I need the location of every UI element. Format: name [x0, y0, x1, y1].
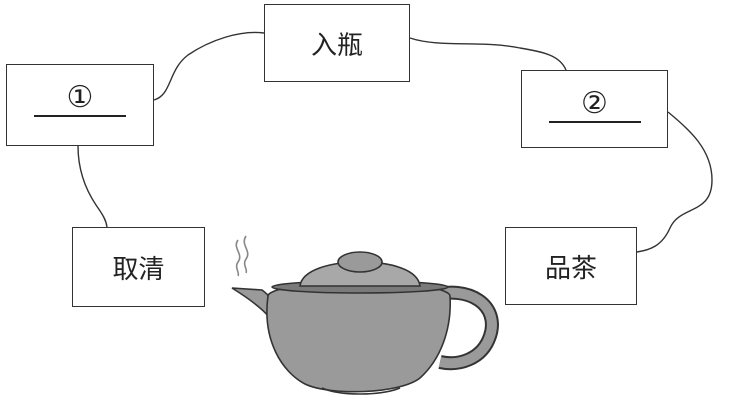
- step-label-quqing: 取清: [112, 254, 165, 285]
- answer-blank-line-1: [34, 115, 126, 117]
- blank-number-2: ②: [581, 86, 608, 121]
- step-box-blank-2: ②: [521, 70, 668, 148]
- step-label-pincha: 品茶: [544, 253, 597, 284]
- blank-number-1: ①: [66, 80, 94, 115]
- step-box-rupin: 入瓶: [264, 4, 410, 82]
- answer-blank-line-2: [548, 121, 641, 123]
- connector-blank1-to-top: [153, 31, 265, 101]
- step-box-quqing: 取清: [72, 227, 205, 307]
- connector-blank1-to-quqing: [77, 145, 108, 228]
- step-box-pincha: 品茶: [505, 227, 637, 305]
- connector-blank2-to-pincha: [636, 111, 713, 253]
- teapot-illustration: [231, 235, 499, 395]
- connector-top-to-blank2: [409, 37, 567, 71]
- step-label-rupin: 入瓶: [310, 30, 363, 61]
- steam-icon: [235, 239, 241, 277]
- step-box-blank-1: ①: [6, 64, 154, 146]
